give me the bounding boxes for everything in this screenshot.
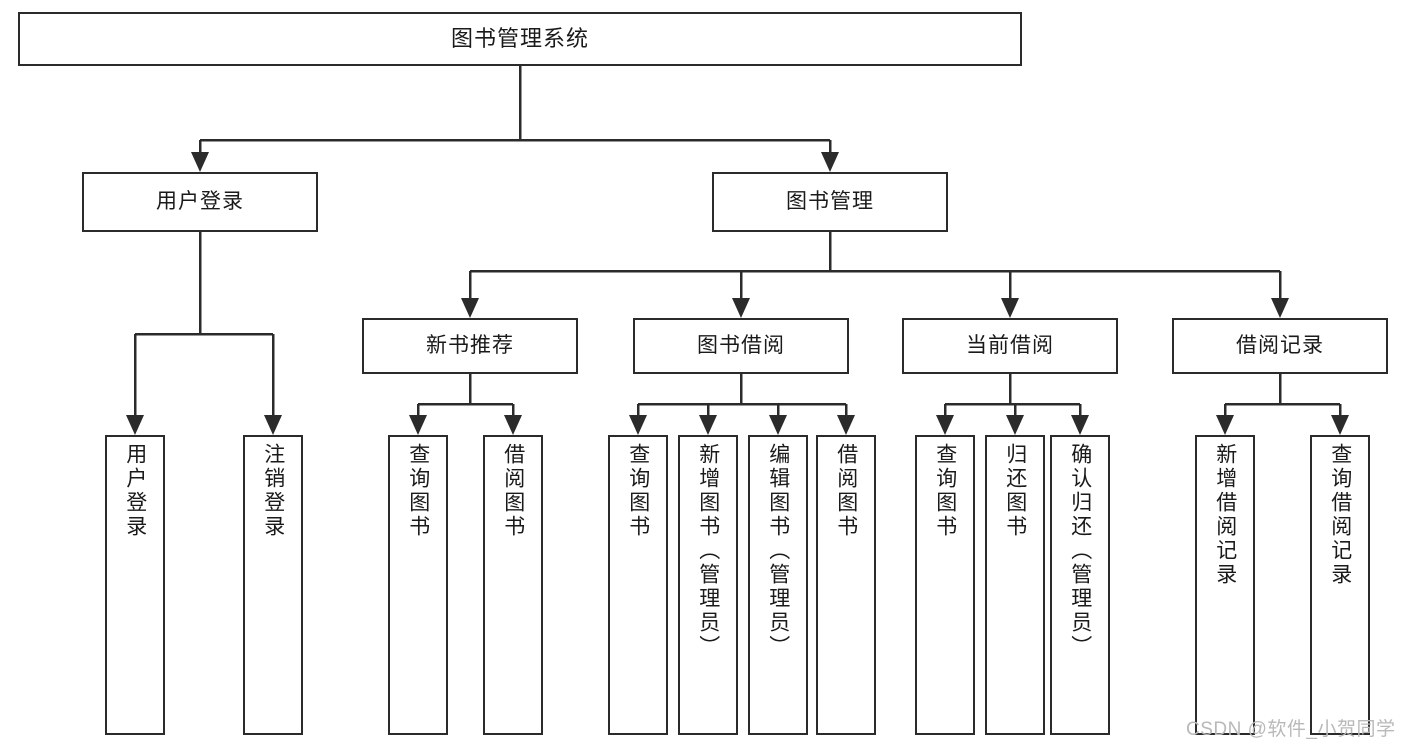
node-label: 图书借阅 (697, 334, 785, 358)
node-label: 新增图书（管理员） (696, 443, 720, 659)
node-label: 确认归还（管理员） (1068, 443, 1092, 659)
node-label: 图书管理系统 (450, 25, 589, 51)
node-leaf1[interactable]: 用户登录 (105, 435, 165, 735)
arrowhead (629, 415, 647, 435)
node-leaf13[interactable]: 查询借阅记录 (1310, 435, 1370, 735)
arrowhead (126, 415, 144, 435)
node-label: 借阅记录 (1236, 334, 1324, 358)
node-leaf10[interactable]: 归还图书 (985, 435, 1045, 735)
node-newbook[interactable]: 新书推荐 (362, 318, 578, 374)
node-current[interactable]: 当前借阅 (902, 318, 1118, 374)
arrowhead (461, 298, 479, 318)
node-label: 借阅图书 (501, 443, 525, 539)
node-label: 借阅图书 (834, 443, 858, 539)
arrowhead (409, 415, 427, 435)
node-root[interactable]: 图书管理系统 (18, 12, 1022, 66)
arrowhead (1271, 298, 1289, 318)
node-label: 归还图书 (1003, 443, 1027, 539)
arrowhead (1071, 415, 1089, 435)
arrowhead (264, 415, 282, 435)
arrowhead (732, 298, 750, 318)
watermark-label: CSDN @软件_小贺同学 (1186, 719, 1396, 740)
node-label: 当前借阅 (966, 334, 1054, 358)
node-label: 查询借阅记录 (1328, 443, 1352, 587)
node-leaf12[interactable]: 新增借阅记录 (1195, 435, 1255, 735)
node-label: 查询图书 (626, 443, 650, 539)
arrowhead (821, 152, 839, 172)
node-label: 图书管理 (786, 190, 874, 214)
arrowhead (769, 415, 787, 435)
arrowhead (837, 415, 855, 435)
arrowhead (1216, 415, 1234, 435)
arrowhead (1006, 415, 1024, 435)
node-label: 注销登录 (261, 443, 285, 539)
node-leaf4[interactable]: 借阅图书 (483, 435, 543, 735)
node-label: 用户登录 (123, 443, 147, 539)
node-label: 新增借阅记录 (1213, 443, 1237, 587)
arrowhead (936, 415, 954, 435)
node-leaf6[interactable]: 新增图书（管理员） (678, 435, 738, 735)
node-label: 编辑图书（管理员） (766, 443, 790, 659)
node-leaf9[interactable]: 查询图书 (915, 435, 975, 735)
node-leaf2[interactable]: 注销登录 (243, 435, 303, 735)
node-leaf5[interactable]: 查询图书 (608, 435, 668, 735)
node-login[interactable]: 用户登录 (82, 172, 318, 232)
node-leaf3[interactable]: 查询图书 (388, 435, 448, 735)
arrowhead (1331, 415, 1349, 435)
node-borrow[interactable]: 图书借阅 (633, 318, 849, 374)
node-label: 新书推荐 (426, 334, 514, 358)
node-bookmgmt[interactable]: 图书管理 (712, 172, 948, 232)
node-leaf11[interactable]: 确认归还（管理员） (1050, 435, 1110, 735)
node-label: 查询图书 (933, 443, 957, 539)
arrowhead (1001, 298, 1019, 318)
arrowhead (699, 415, 717, 435)
node-leaf7[interactable]: 编辑图书（管理员） (748, 435, 808, 735)
node-label: 查询图书 (406, 443, 430, 539)
node-leaf8[interactable]: 借阅图书 (816, 435, 876, 735)
node-label: 用户登录 (156, 190, 244, 214)
node-records[interactable]: 借阅记录 (1172, 318, 1388, 374)
arrowhead (504, 415, 522, 435)
arrowhead (191, 152, 209, 172)
